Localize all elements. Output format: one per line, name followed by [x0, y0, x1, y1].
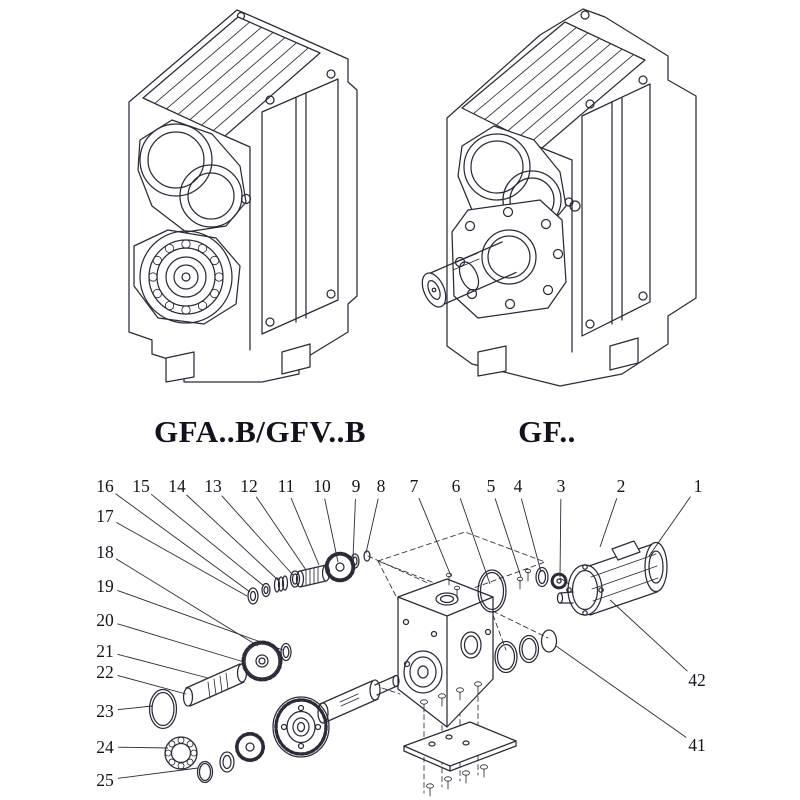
leader-line-25 [117, 767, 199, 779]
leader-line-15 [150, 493, 265, 587]
part-number-20: 20 [96, 610, 114, 630]
figure-label-gfab-gfvb: GFA..B/GFV..B [153, 414, 367, 449]
lifting-hole-icon [580, 10, 590, 20]
part-number-42: 42 [688, 670, 706, 690]
part-number-9: 9 [352, 476, 361, 496]
figure-label-gf: GF.. [518, 414, 576, 449]
leader-line-16 [115, 493, 251, 593]
leader-line-2 [599, 498, 618, 548]
part-number-1: 1 [694, 476, 703, 496]
part-number-8: 8 [377, 476, 386, 496]
exploded-view [148, 531, 668, 797]
leader-line-22 [117, 674, 187, 695]
part-number-17: 17 [96, 506, 114, 526]
gearbox-left-figure [128, 9, 358, 383]
leader-line-12 [255, 496, 307, 571]
part-number-13: 13 [204, 476, 222, 496]
part-number-12: 12 [240, 476, 258, 496]
leader-line-23 [117, 705, 153, 711]
leader-line-41 [555, 645, 687, 738]
part-number-15: 15 [132, 476, 150, 496]
part-number-5: 5 [487, 476, 496, 496]
part-number-18: 18 [96, 542, 114, 562]
leader-line-5 [494, 498, 522, 578]
part-number-21: 21 [96, 641, 114, 661]
leader-line-18 [115, 558, 259, 647]
leader-line-42 [609, 599, 688, 672]
leader-line-19 [117, 589, 284, 651]
part-number-19: 19 [96, 576, 114, 596]
leader-line-8 [365, 498, 379, 554]
leader-line-7 [418, 497, 452, 577]
leader-line-10 [324, 498, 339, 563]
bearing-balls [148, 239, 224, 315]
leader-line-1 [648, 496, 691, 557]
leader-line-20 [117, 623, 245, 663]
part-number-22: 22 [96, 662, 114, 682]
gearbox-right-figure [421, 8, 697, 387]
part-number-6: 6 [452, 476, 461, 496]
part-number-4: 4 [514, 476, 523, 496]
leader-line-24 [117, 746, 169, 749]
leader-line-13 [221, 495, 294, 576]
part-number-25: 25 [96, 770, 114, 790]
part-number-10: 10 [313, 476, 331, 496]
leader-line-17 [116, 521, 248, 597]
leader-line-14 [186, 494, 280, 582]
part-number-2: 2 [617, 476, 626, 496]
leader-line-11 [290, 497, 320, 566]
leader-line-9 [352, 498, 356, 559]
part-number-11: 11 [278, 476, 295, 496]
leader-line-6 [459, 498, 491, 585]
part-number-24: 24 [96, 737, 114, 757]
part-number-23: 23 [96, 701, 114, 721]
leader-line-4 [520, 498, 542, 573]
leader-line-3 [559, 498, 562, 578]
part-number-41: 41 [688, 735, 706, 755]
leader-line-21 [117, 653, 209, 679]
part-number-3: 3 [557, 476, 566, 496]
part-number-16: 16 [96, 476, 114, 496]
part-number-7: 7 [410, 476, 419, 496]
part-number-14: 14 [168, 476, 186, 496]
